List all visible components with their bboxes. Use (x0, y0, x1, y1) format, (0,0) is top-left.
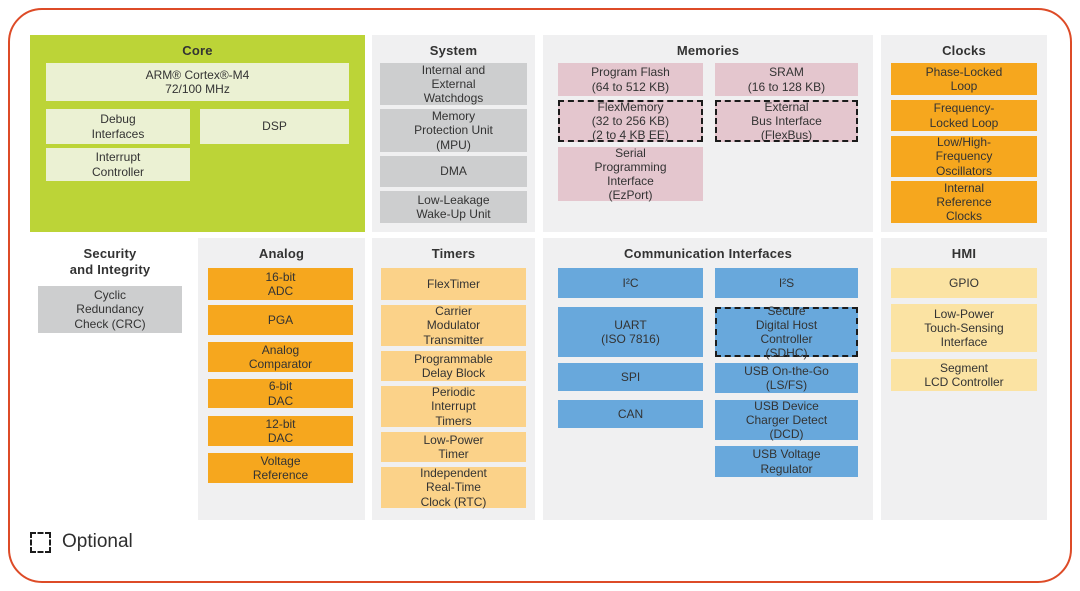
block-flexmemory: FlexMemory (32 to 256 KB) (2 to 4 KB EE) (558, 100, 703, 142)
block-low-power-touch-sensing-interface: Low-Power Touch-Sensing Interface (891, 304, 1037, 352)
block-dma: DMA (380, 156, 527, 187)
block-internal-external-watchdogs: Internal and External Watchdogs (380, 63, 527, 105)
block-sram: SRAM (16 to 128 KB) (715, 63, 858, 96)
block-low-leakage-wake-up-unit: Low-Leakage Wake-Up Unit (380, 191, 527, 223)
legend-optional-label: Optional (62, 531, 133, 552)
panel-clocks-title: Clocks (942, 43, 986, 58)
block-usb-voltage-regulator: USB Voltage Regulator (715, 446, 858, 477)
block-carrier-modulator-transmitter: Carrier Modulator Transmitter (381, 304, 526, 347)
legend: Optional (30, 531, 133, 553)
panel-system: System Internal and External Watchdogs M… (372, 35, 535, 232)
block-pga: PGA (208, 305, 353, 335)
panel-security-and-integrity: Security and Integrity Cyclic Redundancy… (30, 238, 190, 520)
block-usb-on-the-go: USB On-the-Go (LS/FS) (715, 363, 858, 393)
block-arm-cortex-m4: ARM® Cortex®-M4 72/100 MHz (46, 63, 349, 101)
panel-system-title: System (429, 43, 478, 58)
block-memory-protection-unit: Memory Protection Unit (MPU) (380, 109, 527, 152)
panel-clocks: Clocks Phase-Locked Loop Frequency- Lock… (881, 35, 1047, 232)
block-12-bit-dac: 12-bit DAC (208, 416, 353, 446)
block-interrupt-controller: Interrupt Controller (46, 148, 190, 181)
block-voltage-reference: Voltage Reference (208, 453, 353, 483)
block-phase-locked-loop: Phase-Locked Loop (891, 63, 1037, 95)
block-gpio: GPIO (891, 268, 1037, 298)
panel-core: Core ARM® Cortex®-M4 72/100 MHz Debug In… (30, 35, 365, 232)
block-uart: UART (ISO 7816) (558, 307, 703, 357)
optional-dashed-box-icon (30, 531, 51, 553)
block-programmable-delay-block: Programmable Delay Block (381, 351, 526, 381)
panel-comm-title: Communication Interfaces (623, 246, 793, 261)
block-sdhc: Secure Digital Host Controller (SDHC) (715, 304, 858, 360)
block-segment-lcd-controller: Segment LCD Controller (891, 359, 1037, 391)
block-program-flash: Program Flash (64 to 512 KB) (558, 63, 703, 96)
panel-timers-title: Timers (431, 246, 476, 261)
block-debug-interfaces: Debug Interfaces (46, 109, 190, 144)
panel-communication-interfaces: Communication Interfaces I²C UART (ISO 7… (543, 238, 873, 520)
block-i2s: I²S (715, 268, 858, 298)
panel-security-title: Security and Integrity (69, 246, 151, 277)
block-serial-programming-interface: Serial Programming Interface (EzPort) (558, 146, 703, 202)
block-flextimer: FlexTimer (381, 268, 526, 300)
panel-memories-title: Memories (676, 43, 740, 58)
panel-core-title: Core (182, 43, 213, 58)
block-low-power-timer: Low-Power Timer (381, 432, 526, 462)
block-internal-reference-clocks: Internal Reference Clocks (891, 181, 1037, 223)
block-independent-real-time-clock: Independent Real-Time Clock (RTC) (381, 466, 526, 509)
block-spi: SPI (558, 363, 703, 391)
panel-hmi-title: HMI (951, 246, 977, 261)
panel-timers: Timers FlexTimer Carrier Modulator Trans… (372, 238, 535, 520)
block-cyclic-redundancy-check: Cyclic Redundancy Check (CRC) (38, 286, 182, 333)
block-external-bus-interface: External Bus Interface (FlexBus) (715, 100, 858, 142)
block-frequency-locked-loop: Frequency- Locked Loop (891, 100, 1037, 131)
block-periodic-interrupt-timers: Periodic Interrupt Timers (381, 385, 526, 428)
block-analog-comparator: Analog Comparator (208, 342, 353, 372)
panel-analog-title: Analog (258, 246, 305, 261)
block-6-bit-dac: 6-bit DAC (208, 379, 353, 408)
block-dsp: DSP (200, 109, 349, 144)
panel-hmi: HMI GPIO Low-Power Touch-Sensing Interfa… (881, 238, 1047, 520)
block-usb-device-charger-detect: USB Device Charger Detect (DCD) (715, 399, 858, 441)
block-low-high-frequency-oscillators: Low/High- Frequency Oscillators (891, 135, 1037, 178)
panel-analog: Analog 16-bit ADC PGA Analog Comparator … (198, 238, 365, 520)
panel-memories: Memories Program Flash (64 to 512 KB) SR… (543, 35, 873, 232)
block-i2c: I²C (558, 268, 703, 298)
block-can: CAN (558, 400, 703, 428)
block-16-bit-adc: 16-bit ADC (208, 268, 353, 300)
